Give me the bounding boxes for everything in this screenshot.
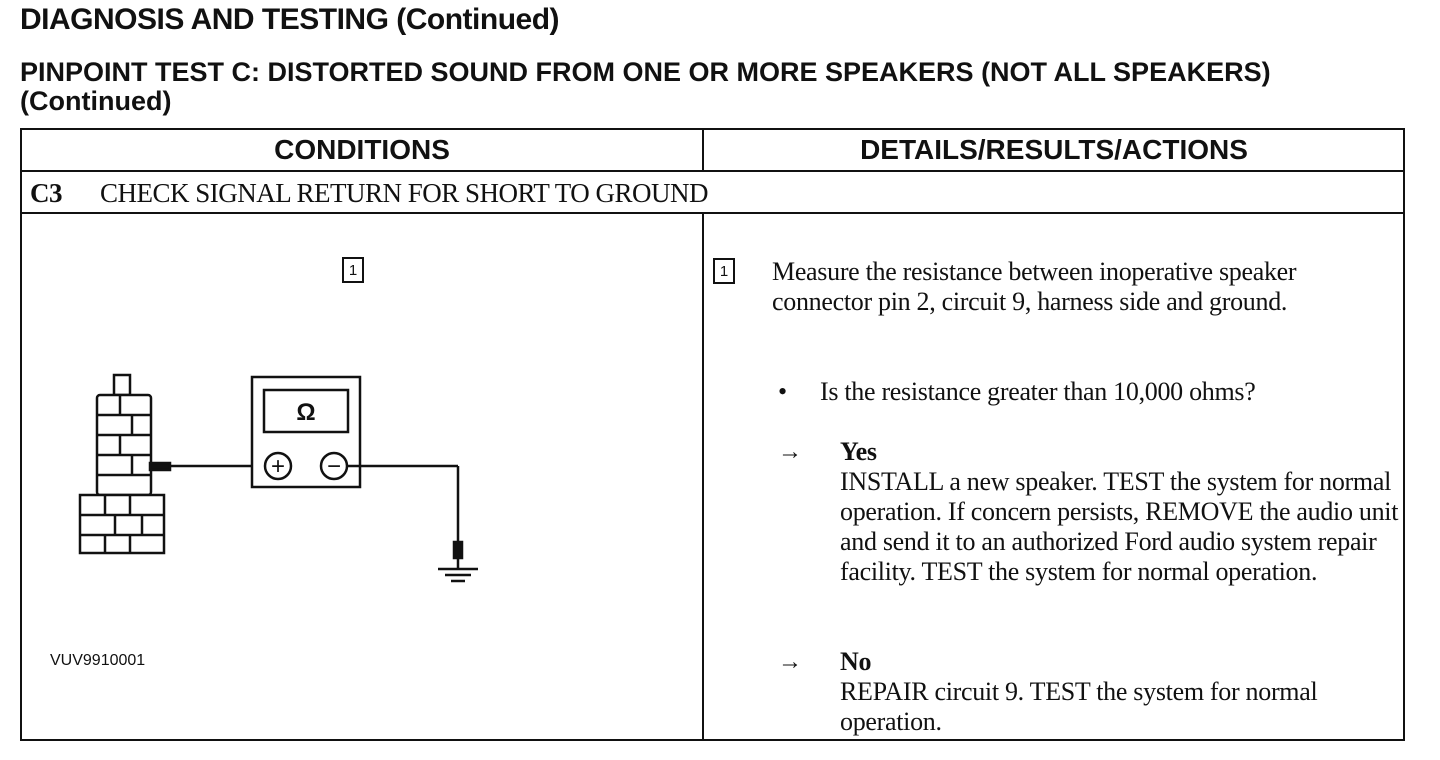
minus-terminal-icon: −	[327, 453, 341, 480]
arrow-right-icon: →	[778, 439, 802, 465]
figure-id: VUV9910001	[50, 652, 146, 669]
ohm-symbol: Ω	[296, 399, 315, 426]
speaker-connector-icon	[78, 373, 166, 555]
resistance-question: Is the resistance greater than 10,000 oh…	[820, 377, 1256, 406]
ground-symbol-icon	[438, 567, 478, 583]
ohmmeter-icon	[250, 375, 362, 489]
measure-instruction: Measure the resistance between inoperati…	[772, 257, 1297, 316]
no-label: No	[840, 647, 872, 676]
bullet-icon: •	[778, 377, 787, 406]
conditions-header: CONDITIONS	[274, 134, 450, 165]
pinpoint-test-title: PINPOINT TEST C: DISTORTED SOUND FROM ON…	[20, 57, 1271, 116]
no-action: REPAIR circuit 9. TEST the system for no…	[840, 677, 1318, 736]
pinpoint-test-table: CONDITIONS DETAILS/RESULTS/ACTIONS C3 CH…	[20, 128, 1405, 741]
details-step-box: 1	[713, 258, 735, 284]
figure-step-box: 1	[342, 257, 364, 283]
header-divider	[702, 130, 704, 172]
step-id: C3	[30, 177, 63, 208]
step-title: CHECK SIGNAL RETURN FOR SHORT TO GROUND	[100, 177, 708, 208]
arrow-right-icon: →	[778, 649, 802, 675]
step-rule	[22, 212, 1403, 214]
body-divider	[702, 214, 704, 741]
yes-action: INSTALL a new speaker. TEST the system f…	[840, 467, 1399, 586]
page-title: DIAGNOSIS AND TESTING (Continued)	[20, 3, 560, 36]
step-row: C3 CHECK SIGNAL RETURN FOR SHORT TO GROU…	[30, 174, 708, 212]
ohmmeter-diagram: Ω + −	[78, 373, 478, 583]
plus-terminal-icon: +	[271, 453, 285, 480]
details-header: DETAILS/RESULTS/ACTIONS	[860, 134, 1248, 165]
header-rule	[22, 170, 1403, 172]
yes-label: Yes	[840, 437, 877, 466]
test-probe-icon	[148, 461, 266, 472]
ground-lead-icon	[347, 464, 464, 568]
